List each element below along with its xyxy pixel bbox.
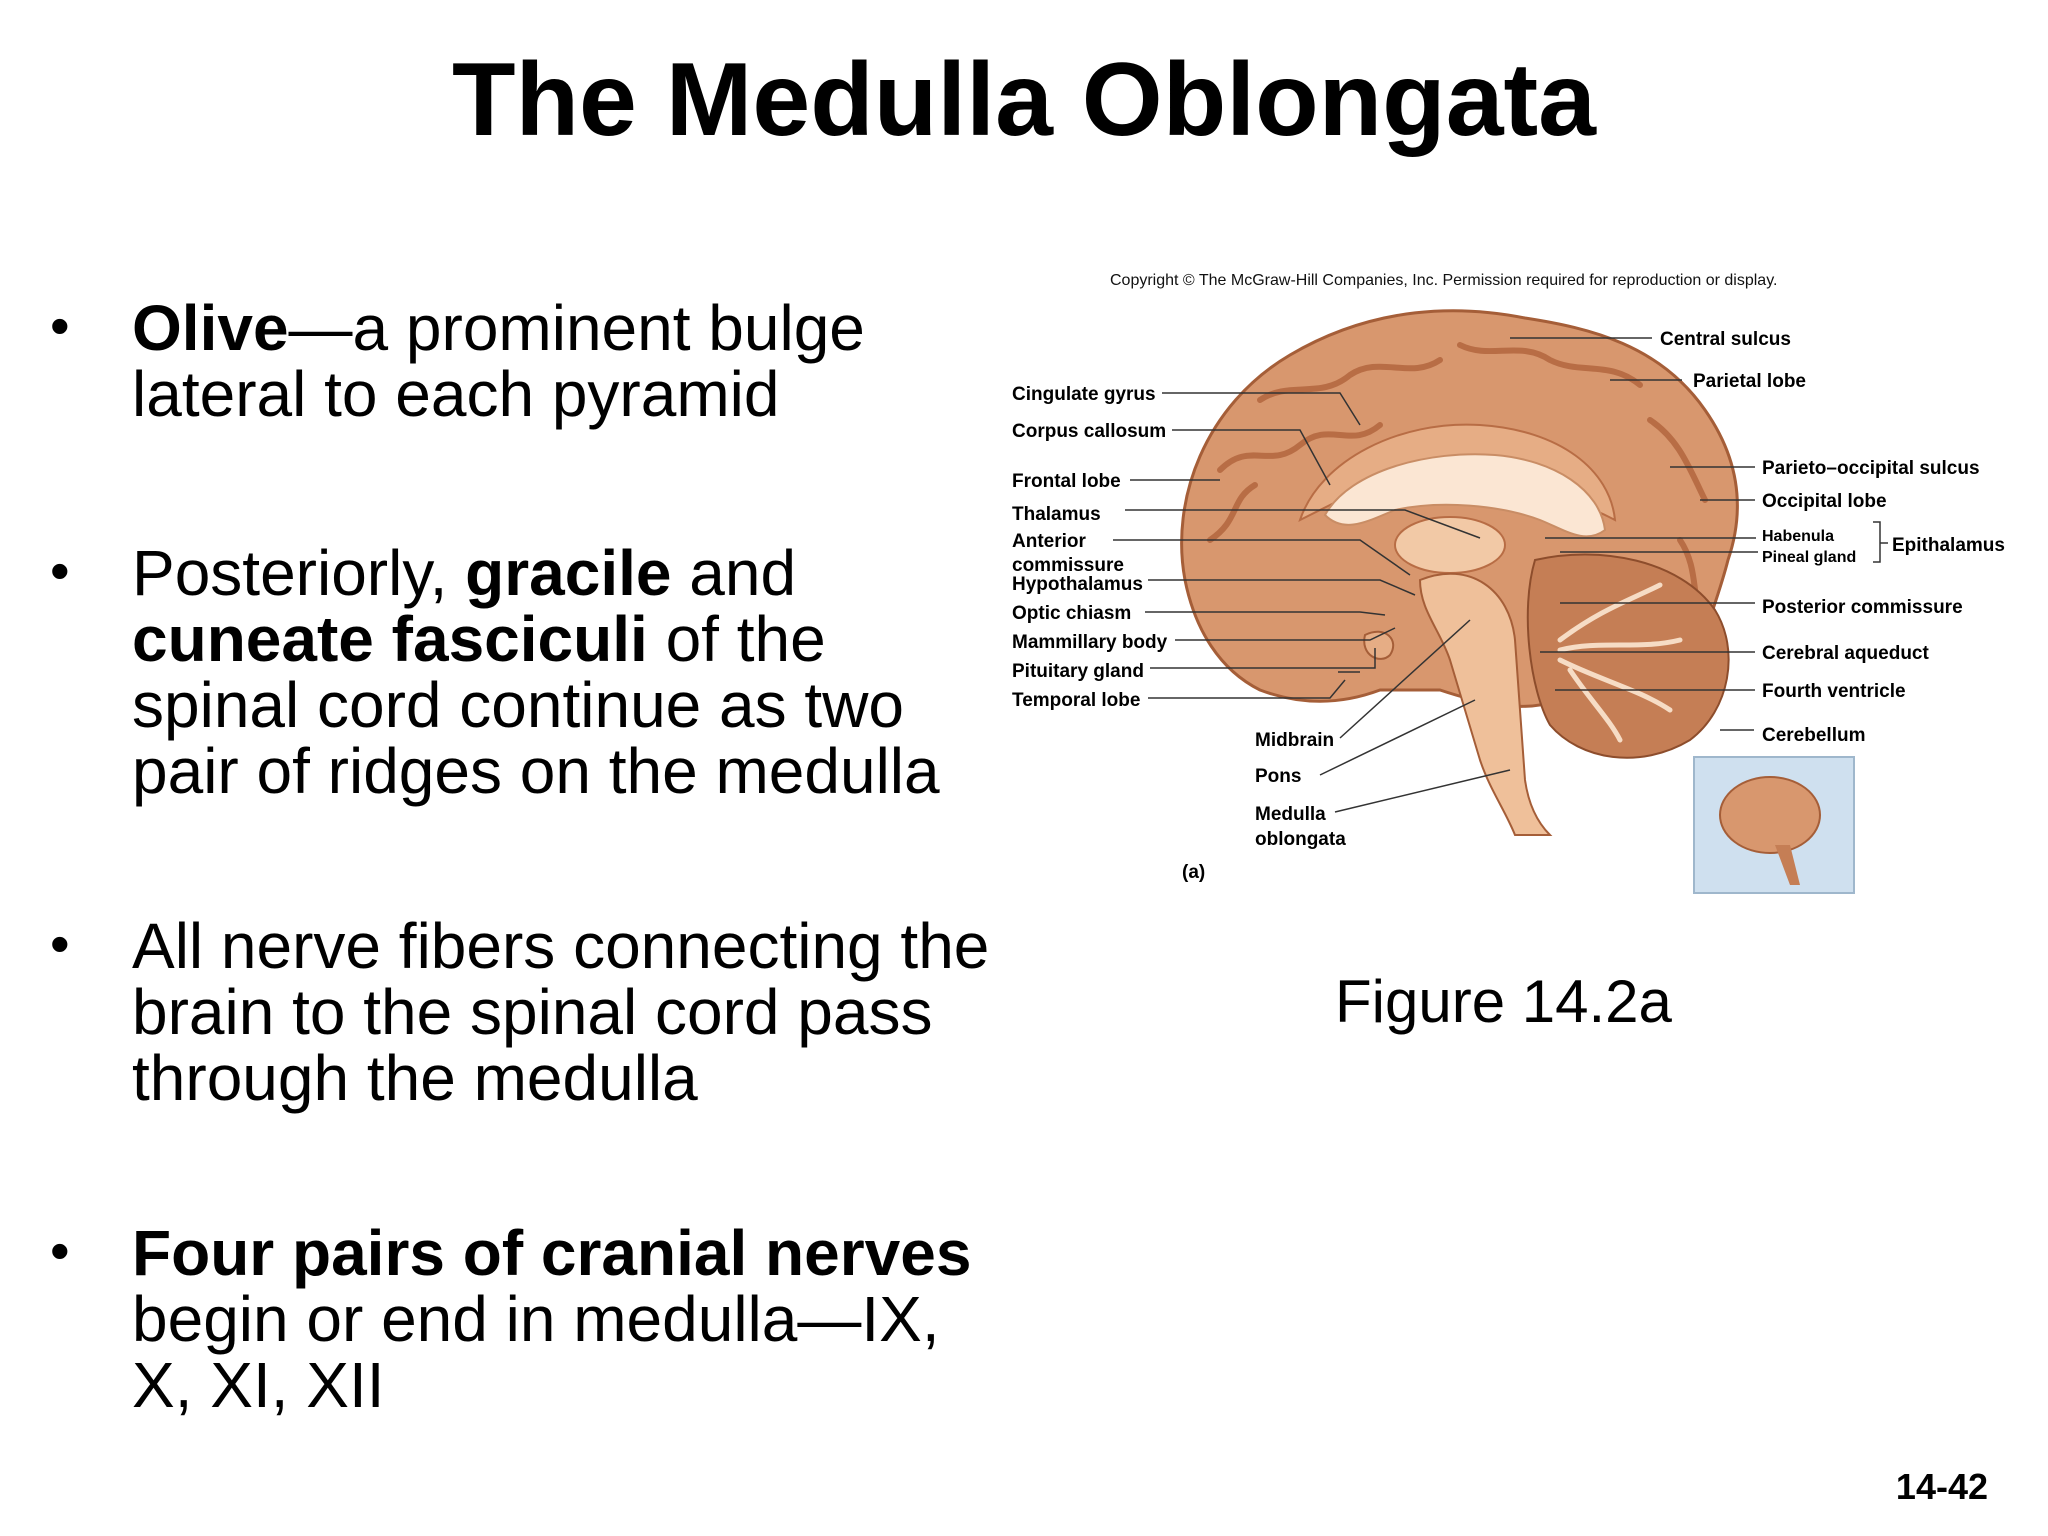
bullet-bold: Olive	[132, 292, 289, 364]
bullet-text: All nerve fibers connecting the brain to…	[132, 910, 990, 1114]
leader-lines	[1113, 337, 1888, 813]
label-optic-chiasm: Optic chiasm	[1012, 603, 1131, 624]
bullet-item: • All nerve fibers connecting the brain …	[50, 910, 1010, 1114]
page-number: 14-42	[1895, 1466, 1988, 1507]
label-midbrain: Midbrain	[1255, 730, 1334, 751]
label-central-sulcus: Central sulcus	[1660, 329, 1791, 350]
bullet-bold: Four pairs of cranial nerves	[132, 1217, 972, 1289]
cerebellum-shape	[1526, 553, 1730, 759]
bullet-span: and	[671, 537, 797, 609]
bullet-span: begin or end in medulla—IX, X, XI, XII	[132, 1283, 940, 1421]
slide-title: The Medulla Oblongata	[451, 42, 1597, 158]
arbor-vitae	[1557, 582, 1683, 743]
bullet-dot: •	[50, 1219, 70, 1282]
bullet-dot: •	[50, 539, 70, 602]
bullet-text: Olive—a prominent bulge lateral to each …	[132, 295, 1010, 427]
label-parietal-lobe: Parietal lobe	[1693, 371, 1806, 392]
bullet-item: • Four pairs of cranial nerves begin or …	[50, 1219, 1010, 1418]
bullet-bold: gracile	[465, 537, 672, 609]
bullet-dot: •	[50, 294, 70, 357]
label-fourth-ventricle: Fourth ventricle	[1762, 681, 1906, 702]
bullet-item: • Posteriorly, gracile and cuneate fasci…	[50, 539, 1010, 804]
label-commissure: commissure	[1012, 555, 1124, 576]
bullet-item: • Olive—a prominent bulge lateral to eac…	[50, 294, 1010, 427]
label-cerebral-aqueduct: Cerebral aqueduct	[1762, 643, 1929, 664]
inset-thumbnail	[1693, 756, 1855, 894]
label-habenula: Habenula	[1762, 528, 1834, 545]
brain-illustration	[1180, 309, 1739, 836]
gyri-texture	[1207, 342, 1708, 628]
figure-caption: Figure 14.2a	[1335, 968, 1672, 1035]
label-anterior: Anterior	[1012, 531, 1087, 552]
bullet-dot: •	[50, 912, 70, 975]
inset-brain	[1719, 776, 1821, 854]
bullet-span: of the spinal cord continue as two pair …	[132, 603, 940, 807]
label-oblongata: oblongata	[1255, 829, 1346, 850]
bullet-span: Posteriorly,	[132, 537, 466, 609]
label-frontal-lobe: Frontal lobe	[1012, 471, 1121, 492]
label-cerebellum: Cerebellum	[1762, 725, 1865, 746]
label-corpus-callosum: Corpus callosum	[1012, 421, 1166, 442]
bullet-span: —a prominent bulge lateral to each pyram…	[132, 292, 865, 430]
bullet-text: Posteriorly, gracile and cuneate fascicu…	[132, 540, 1010, 804]
label-hypothalamus: Hypothalamus	[1012, 574, 1143, 595]
copyright-notice: Copyright © The McGraw-Hill Companies, I…	[1110, 272, 1778, 289]
label-pituitary-gland: Pituitary gland	[1012, 661, 1144, 682]
label-occipital-lobe: Occipital lobe	[1762, 491, 1887, 512]
label-medulla: Medulla	[1255, 804, 1326, 825]
label-posterior-commissure: Posterior commissure	[1762, 597, 1963, 618]
label-panel-a: (a)	[1182, 862, 1205, 883]
label-temporal-lobe: Temporal lobe	[1012, 690, 1140, 711]
brainstem	[1418, 572, 1553, 836]
thalamus-shape	[1394, 516, 1506, 574]
bullet-text: Four pairs of cranial nerves begin or en…	[132, 1220, 1010, 1418]
label-parieto-occipital-sulcus: Parieto–occipital sulcus	[1762, 458, 1980, 479]
label-mammillary-body: Mammillary body	[1012, 632, 1168, 653]
bullet-bold: cuneate fasciculi	[132, 603, 648, 675]
label-thalamus: Thalamus	[1012, 504, 1101, 525]
label-epithalamus: Epithalamus	[1892, 535, 2005, 556]
label-pineal-gland: Pineal gland	[1762, 549, 1856, 566]
inset-stem	[1775, 845, 1800, 885]
label-cingulate-gyrus: Cingulate gyrus	[1012, 384, 1156, 405]
label-pons: Pons	[1255, 766, 1301, 787]
